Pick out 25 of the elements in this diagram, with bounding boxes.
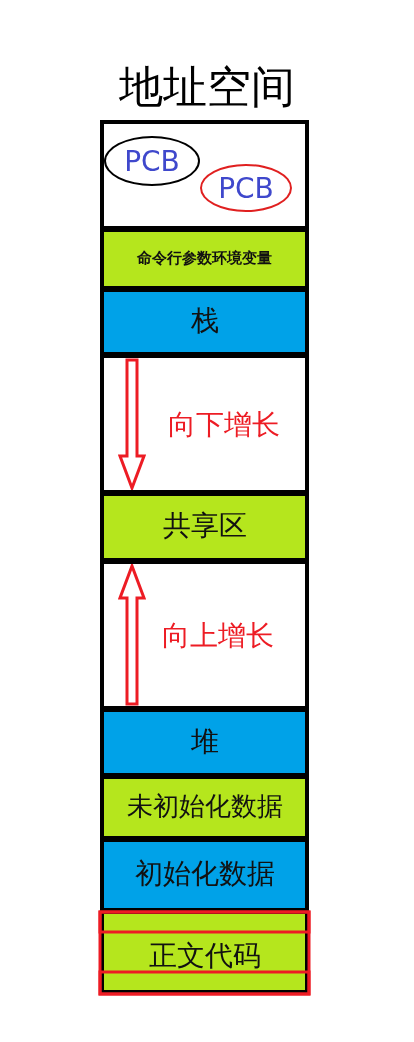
segment-label: 未初始化数据 — [125, 790, 284, 824]
arrow — [118, 358, 146, 490]
memory-segment — [100, 708, 309, 777]
segment-label: 初始化数据 — [133, 856, 276, 893]
segment-label: 向下增长 — [168, 407, 280, 443]
arrow — [118, 564, 146, 706]
segment-label: 正文代码 — [147, 938, 262, 974]
segment-label: 栈 — [189, 303, 220, 340]
segment-label: 命令行参数环境变量 — [136, 248, 273, 268]
ellipse — [200, 164, 292, 212]
memory-segment — [100, 560, 309, 710]
memory-segment — [100, 492, 309, 562]
segment-label: 向上增长 — [162, 618, 274, 654]
segment-label: 堆 — [189, 723, 220, 760]
memory-segment — [100, 838, 309, 912]
memory-segment — [100, 775, 309, 840]
ellipse — [104, 136, 200, 186]
memory-segment — [100, 288, 309, 356]
segment-label: 共享区 — [161, 508, 248, 545]
memory-segment — [100, 354, 309, 494]
memory-segment — [100, 228, 309, 290]
title: 地址空间 — [118, 60, 296, 114]
node-label: PCB — [124, 144, 180, 178]
memory-segment — [100, 120, 309, 230]
node-label: PCB — [218, 171, 274, 205]
